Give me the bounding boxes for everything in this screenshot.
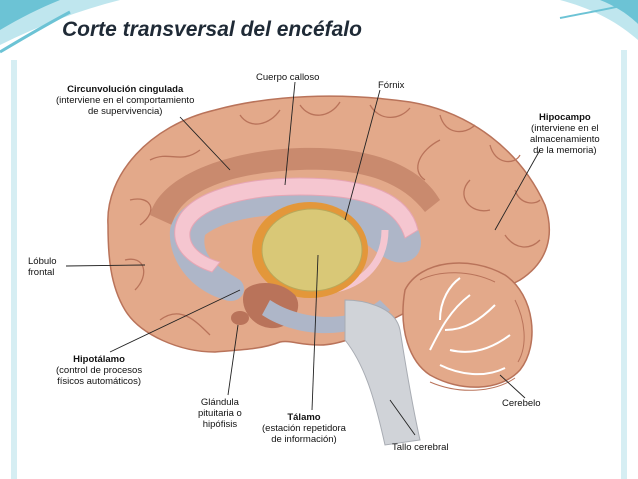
label-hipocampo-desc2: almacenamiento	[530, 134, 600, 145]
label-glandula-2: pituitaria o	[198, 408, 242, 419]
label-cerebelo: Cerebelo	[502, 398, 541, 409]
pituitary-gland	[231, 311, 249, 325]
corner-swoosh-right	[559, 1, 638, 19]
thalamus	[261, 208, 363, 292]
cortex-folds	[124, 101, 541, 336]
leader-talamo	[311, 254, 319, 411]
corner-ribbon-top-left-dark	[0, 0, 60, 30]
label-hipocampo-desc1: (interviene en el	[531, 123, 599, 134]
label-hipotalamo-desc2: físicos automáticos)	[57, 376, 142, 387]
leader-lobulo	[65, 264, 146, 267]
leader-tallo	[389, 399, 416, 436]
leader-hipocampo	[494, 149, 541, 231]
label-lobulo-1: Lóbulo	[28, 256, 57, 267]
label-talamo-name: Tálamo	[287, 412, 321, 423]
page-title: Corte transversal del encéfalo	[62, 18, 362, 41]
label-hipocampo: Hipocampo (interviene en el almacenamien…	[530, 112, 600, 156]
label-lobulo-2: frontal	[28, 267, 55, 278]
label-talamo-desc1: (estación repetidora	[262, 423, 346, 434]
lateral-ventricle	[169, 181, 421, 301]
brainstem	[344, 299, 421, 446]
leader-fornix	[344, 89, 381, 221]
label-glandula: Glándula pituitaria o hipófisis	[198, 397, 242, 430]
cerebellum-folia	[419, 272, 525, 391]
label-hipocampo-desc3: de la memoria)	[533, 145, 597, 156]
label-lobulo-frontal: Lóbulo frontal	[28, 256, 57, 278]
label-talamo: Tálamo (estación repetidora de informaci…	[262, 412, 346, 445]
label-circunvolucion: Circunvolución cingulada (interviene en …	[56, 84, 194, 117]
corner-swoosh-left	[0, 10, 71, 54]
label-hipotalamo-desc1: (control de procesos	[56, 365, 143, 376]
label-glandula-1: Glándula	[200, 397, 239, 408]
leader-circunvolucion	[179, 116, 231, 171]
label-fornix: Fórnix	[378, 80, 405, 91]
corner-ribbon-top-right-dark	[600, 0, 638, 24]
label-circunvolucion-name: Circunvolución cingulada	[67, 84, 184, 95]
label-glandula-3: hipófisis	[202, 419, 238, 430]
leader-glandula	[227, 324, 239, 396]
label-hipotalamo-name: Hipotálamo	[73, 354, 125, 365]
label-talamo-desc2: de información)	[271, 434, 337, 445]
cingulate-gyrus	[150, 147, 440, 225]
arbor-vitae	[429, 277, 511, 376]
leader-cerebelo	[499, 374, 526, 399]
leader-lines	[65, 81, 541, 436]
label-circunvolucion-desc1: (interviene en el comportamiento	[56, 95, 195, 106]
leader-hipotalamo	[109, 289, 241, 353]
brain-diagram	[107, 95, 551, 446]
leader-cuerpo-calloso	[284, 81, 296, 186]
label-cuerpo-calloso: Cuerpo calloso	[256, 72, 320, 83]
corpus-callosum	[174, 177, 419, 273]
label-hipocampo-name: Hipocampo	[538, 112, 591, 123]
label-circunvolucion-desc2: de supervivencia)	[87, 106, 163, 117]
corner-ribbon-top-right	[560, 0, 638, 40]
label-tallo-cerebral: Tallo cerebral	[392, 442, 449, 453]
label-hipotalamo: Hipotálamo (control de procesos físicos …	[56, 354, 142, 387]
